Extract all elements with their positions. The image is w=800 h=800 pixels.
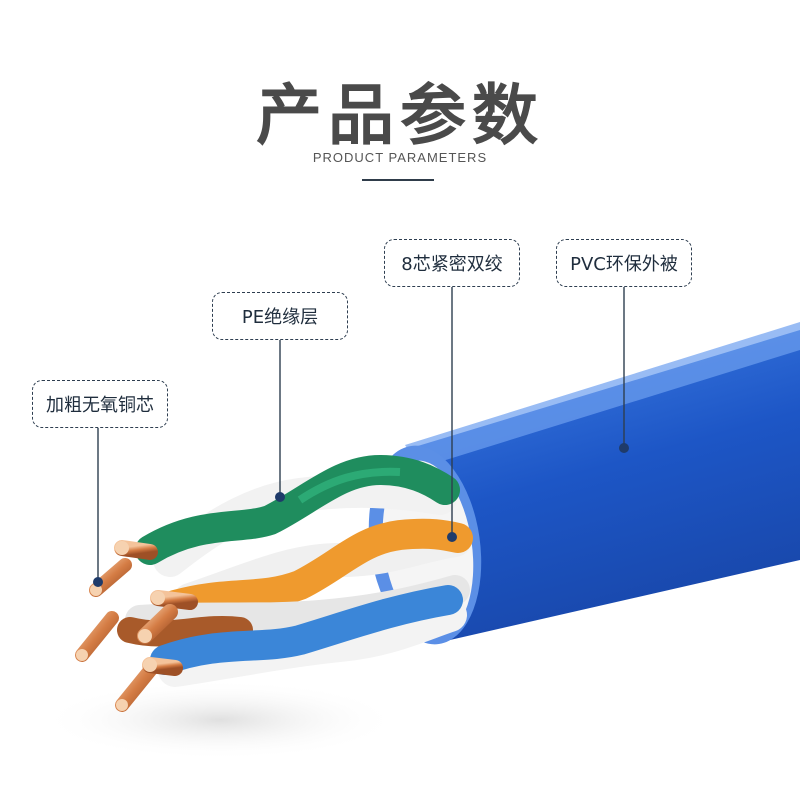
- callout-twisted-pairs: 8芯紧密双绞: [384, 239, 520, 287]
- cable-shadow: [40, 680, 400, 760]
- leader-lines: [97, 287, 625, 582]
- callout-pvc-jacket: PVC环保外被: [556, 239, 692, 287]
- title-divider: [362, 179, 434, 181]
- green-pair-stripe: [297, 467, 401, 504]
- page-subtitle: PRODUCT PARAMETERS: [312, 150, 488, 165]
- pvc-jacket-body: [397, 330, 800, 640]
- orange-pair-orange: [160, 518, 473, 620]
- copper-tips: [76, 541, 165, 711]
- pvc-jacket-highlight: [405, 322, 800, 468]
- leader-markers: [93, 443, 629, 587]
- page-title: 产品参数: [256, 77, 544, 154]
- blue-pair-blue: [150, 585, 463, 675]
- callout-copper-core: 加粗无氧铜芯: [32, 380, 168, 428]
- callout-pe-insulation: PE绝缘层: [212, 292, 348, 340]
